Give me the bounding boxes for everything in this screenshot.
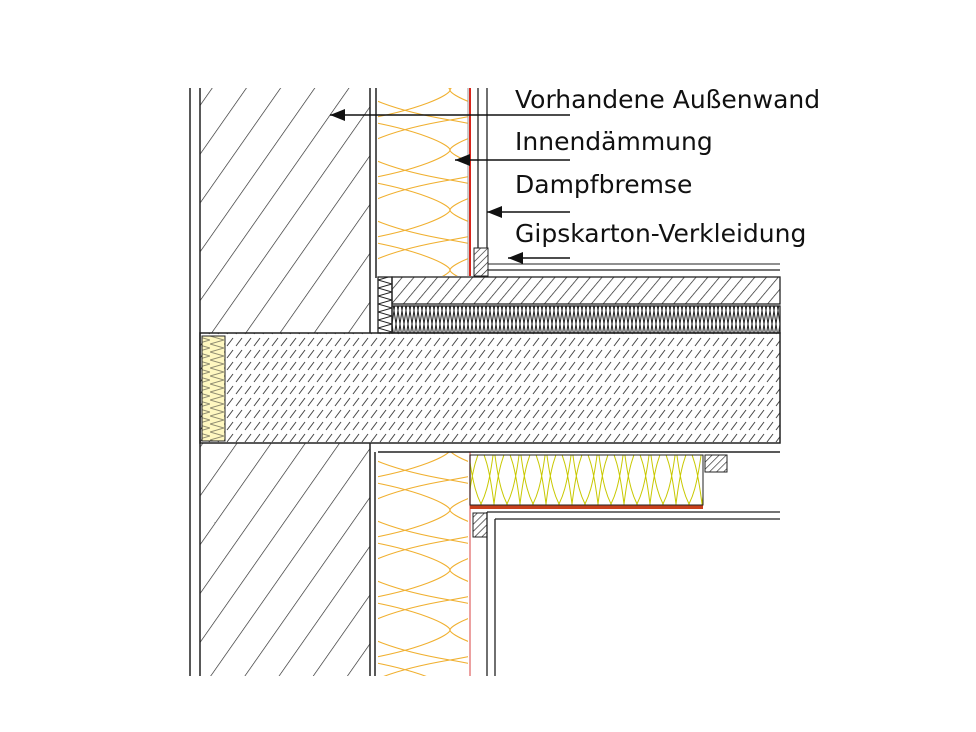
label-vapor-barrier: Dampfbremse	[515, 170, 692, 199]
concrete-slab	[199, 332, 781, 453]
gypsum-board-lining	[472, 88, 780, 676]
existing-exterior-wall	[189, 88, 377, 676]
ceiling-insulation	[469, 454, 704, 506]
interior-insulation	[378, 88, 469, 676]
label-interior-insulation: Innendämmung	[515, 127, 713, 156]
floor-build-up	[377, 276, 781, 334]
label-existing-exterior-wall: Vorhandene Außenwand	[515, 85, 820, 114]
leader-lines	[330, 109, 570, 264]
label-gypsum-board-lining: Gipskarton-Verkleidung	[515, 219, 806, 248]
